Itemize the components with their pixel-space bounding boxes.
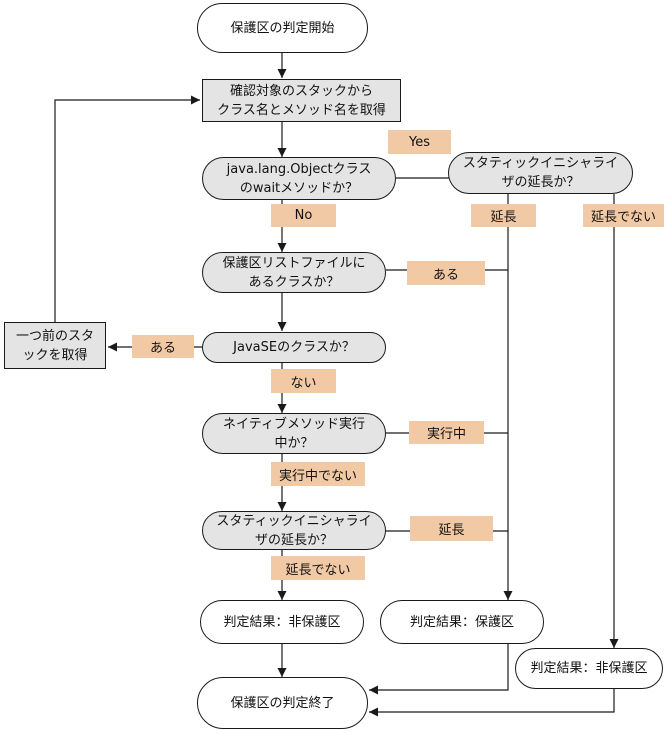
static-init-decision-bottom: スタティックイニシャライ ザの延長か？ <box>202 511 386 550</box>
prev-stack-step: 一つ前のスタ ックを取得 <box>4 322 106 369</box>
native-decision: ネイティブメソッド実行 中か？ <box>202 413 386 454</box>
extended-tag-bottom: 延長 <box>410 516 493 541</box>
yes-tag: Yes <box>388 130 451 154</box>
protect-list-decision: 保護区リストファイルに あるクラスか？ <box>202 252 386 293</box>
arrow-result-protect-to-end <box>369 644 509 695</box>
native-running-tag: 実行中 <box>409 421 484 444</box>
result-protect: 判定結果：保護区 <box>380 600 544 644</box>
start-terminal: 保護区の判定開始 <box>197 3 368 53</box>
static-init-decision-top: スタティックイニシャライ ザの延長か？ <box>448 152 633 194</box>
result-nonprotect-left: 判定結果：非保護区 <box>200 600 364 644</box>
not-extended-tag-top: 延長でない <box>583 204 664 227</box>
native-not-running-tag: 実行中でない <box>271 462 365 486</box>
extended-tag-top: 延長 <box>471 204 536 227</box>
not-extended-tag-bottom: 延長でない <box>271 556 365 580</box>
result-nonprotect-right: 判定結果：非保護区 <box>515 648 663 689</box>
end-terminal: 保護区の判定終了 <box>197 677 368 729</box>
javase-decision: JavaSEのクラスか？ <box>202 332 386 363</box>
javase-no-tag: ない <box>271 369 336 393</box>
javase-yes-tag: ある <box>132 335 194 358</box>
listed-tag: ある <box>407 261 485 285</box>
arrow-result-nonprotect-right-to-end <box>369 689 615 717</box>
get-class-step: 確認対象のスタックから クラス名とメソッド名を取得 <box>202 79 401 122</box>
object-wait-decision: java.lang.Objectクラス のwaitメソッドか？ <box>202 157 396 200</box>
no-tag: No <box>271 204 336 227</box>
arrow-prev-stack-loop <box>54 95 200 322</box>
